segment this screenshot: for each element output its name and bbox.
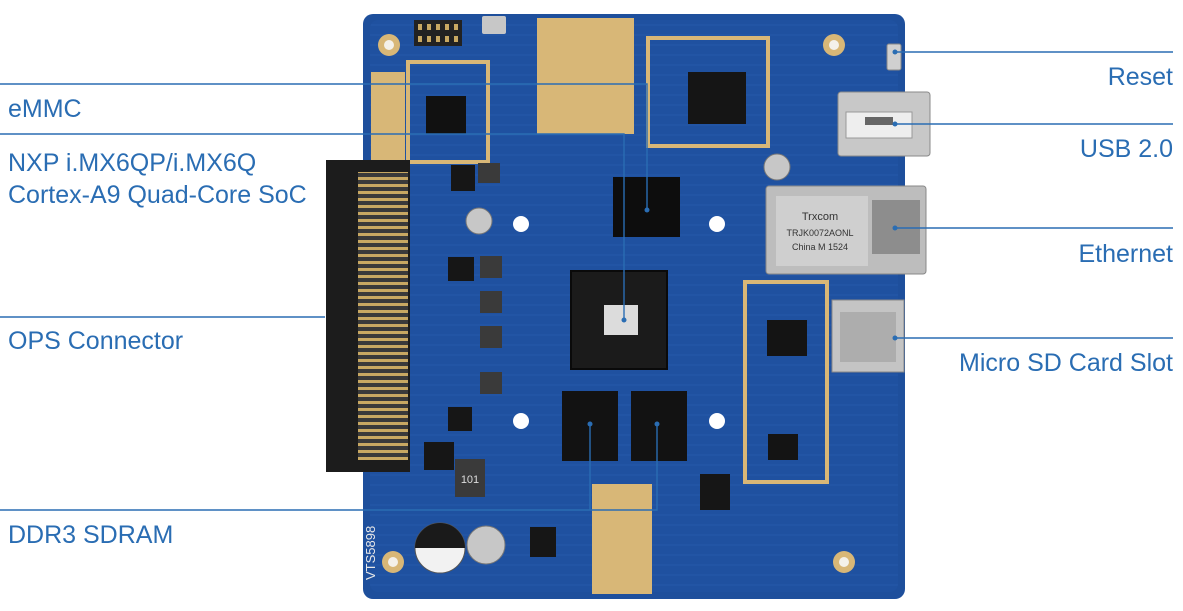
ddr3-label: DDR3 SDRAM: [8, 521, 174, 549]
sd-area: [743, 280, 829, 484]
sd-card-label: Micro SD Card Slot: [959, 349, 1173, 377]
board-silkscreen: VTS5898: [363, 526, 378, 580]
reset-button: [886, 43, 902, 71]
emmc-chip: [426, 96, 466, 134]
soc-label-line1: NXP i.MX6QP/i.MX6Q: [8, 149, 257, 177]
rj45-part: TRJK0072AONL: [786, 228, 853, 238]
soc-die: [604, 305, 638, 335]
soc-label-line2: Cortex-A9 Quad-Core SoC: [8, 181, 307, 209]
rj45-brand: Trxcom: [802, 211, 838, 223]
leader-endpoints: [587, 49, 898, 427]
mounting-holes: [378, 34, 855, 573]
ddr3-chip-2: [631, 391, 687, 461]
gold-pad-bottom: [592, 484, 652, 594]
fiducial-holes: [513, 216, 725, 429]
emmc-label: eMMC: [8, 95, 82, 123]
ops-connector-label: OPS Connector: [8, 327, 184, 355]
ethernet-label: Ethernet: [1078, 240, 1173, 268]
inductor-marking: 101: [461, 474, 479, 486]
wifi-area: [646, 36, 770, 148]
gold-pad-top: [537, 18, 634, 134]
soc-leader: [0, 133, 625, 320]
usb-label: USB 2.0: [1079, 135, 1173, 163]
ddr3-leader: [0, 424, 658, 511]
reset-label: Reset: [1107, 63, 1173, 91]
emmc-area: [406, 60, 490, 164]
wifi-chip: [688, 72, 746, 124]
leader-lines: [0, 51, 1173, 511]
emmc-leader: [0, 83, 648, 210]
rj45-origin: China M 1524: [792, 242, 848, 252]
